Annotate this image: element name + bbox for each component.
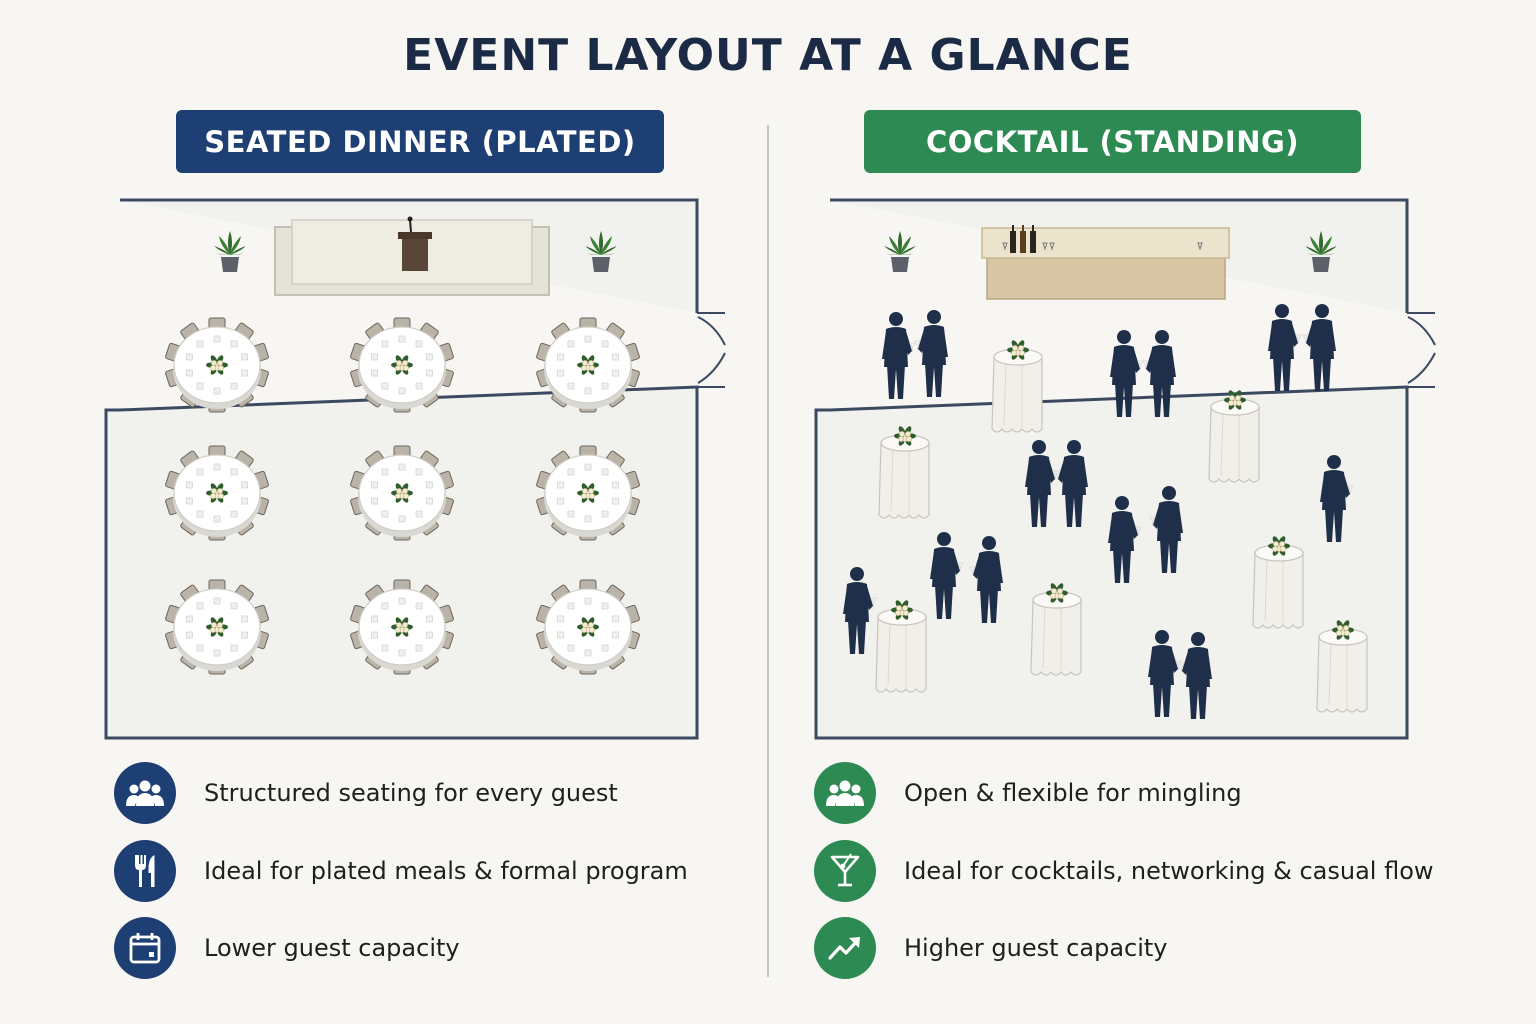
centerpiece-icon [391, 617, 413, 637]
potted-plant-icon [214, 231, 246, 272]
guest-figure [882, 312, 916, 399]
guest-figure [1142, 330, 1176, 417]
potted-plant-icon [884, 231, 916, 272]
round-table [165, 317, 269, 413]
guest-figure [930, 532, 964, 619]
page-title: EVENT LAYOUT AT A GLANCE [403, 30, 1133, 81]
guest-figure [1025, 440, 1059, 527]
cocktail-banner: COCKTAIL (STANDING) [864, 110, 1361, 173]
centerpiece-icon [577, 483, 599, 503]
cocktail-feature-3: Higher guest capacity [814, 917, 1168, 979]
seated-dinner-floor-plan [104, 198, 726, 740]
door-icon [1407, 312, 1436, 388]
centerpiece-icon [206, 483, 228, 503]
high-top-table [878, 426, 930, 519]
round-table [165, 579, 269, 675]
centerpiece-icon [1007, 340, 1029, 360]
round-table [165, 445, 269, 541]
feature-text: Ideal for cocktails, networking & casual… [904, 857, 1434, 885]
round-table [350, 445, 454, 541]
people-icon [114, 762, 176, 824]
potted-plant-icon [585, 231, 617, 272]
feature-text: Ideal for plated meals & formal program [204, 857, 688, 885]
guest-figure [1108, 496, 1142, 583]
feature-text: Lower guest capacity [204, 934, 460, 962]
guest-figure [969, 536, 1003, 623]
cocktail-banner-label: COCKTAIL (STANDING) [925, 124, 1300, 159]
cocktail-floor-plan [814, 198, 1436, 740]
centerpiece-icon [391, 355, 413, 375]
centerpiece-icon [1332, 620, 1354, 640]
center-divider [767, 125, 769, 977]
round-table [536, 445, 640, 541]
round-table [536, 579, 640, 675]
cocktail-feature-2: Ideal for cocktails, networking & casual… [814, 840, 1434, 902]
door-icon [697, 312, 726, 388]
high-top-table [875, 600, 927, 693]
centerpiece-icon [577, 617, 599, 637]
feature-text: Open & flexible for mingling [904, 779, 1242, 807]
seated-feature-1: Structured seating for every guest [114, 762, 618, 824]
cocktail-glass-icon [814, 840, 876, 902]
guest-figure [1110, 330, 1144, 417]
guest-figure [1149, 486, 1183, 573]
calendar-icon [114, 917, 176, 979]
fork-knife-icon [114, 840, 176, 902]
guest-figure [1148, 630, 1182, 717]
people-icon [814, 762, 876, 824]
guest-figure [843, 567, 877, 654]
high-top-table [1208, 390, 1260, 483]
feature-text: Structured seating for every guest [204, 779, 618, 807]
centerpiece-icon [1224, 390, 1246, 410]
guest-figure [1054, 440, 1088, 527]
seated-feature-2: Ideal for plated meals & formal program [114, 840, 688, 902]
high-top-table [1252, 536, 1304, 629]
guest-figure [914, 310, 948, 397]
potted-plant-icon [1305, 231, 1337, 272]
centerpiece-icon [391, 483, 413, 503]
centerpiece-icon [891, 600, 913, 620]
high-top-table [1030, 583, 1082, 676]
guest-figure [1268, 304, 1302, 391]
round-table [350, 579, 454, 675]
seated-dinner-banner-label: SEATED DINNER (PLATED) [204, 124, 636, 159]
round-table [536, 317, 640, 413]
guest-figure [1302, 304, 1336, 391]
podium-icon [398, 216, 432, 271]
guest-figure [1320, 455, 1354, 542]
centerpiece-icon [894, 426, 916, 446]
cocktail-feature-1: Open & flexible for mingling [814, 762, 1242, 824]
bar-counter [981, 227, 1230, 300]
round-table [350, 317, 454, 413]
centerpiece-icon [1268, 536, 1290, 556]
centerpiece-icon [206, 355, 228, 375]
guest-figure [1178, 632, 1212, 719]
feature-text: Higher guest capacity [904, 934, 1168, 962]
seated-feature-3: Lower guest capacity [114, 917, 460, 979]
high-top-table [991, 340, 1043, 433]
seated-dinner-banner: SEATED DINNER (PLATED) [176, 110, 664, 173]
trend-up-icon [814, 917, 876, 979]
high-top-table [1316, 620, 1368, 713]
centerpiece-icon [1046, 583, 1068, 603]
centerpiece-icon [206, 617, 228, 637]
bottles-icon [1002, 225, 1203, 253]
centerpiece-icon [577, 355, 599, 375]
